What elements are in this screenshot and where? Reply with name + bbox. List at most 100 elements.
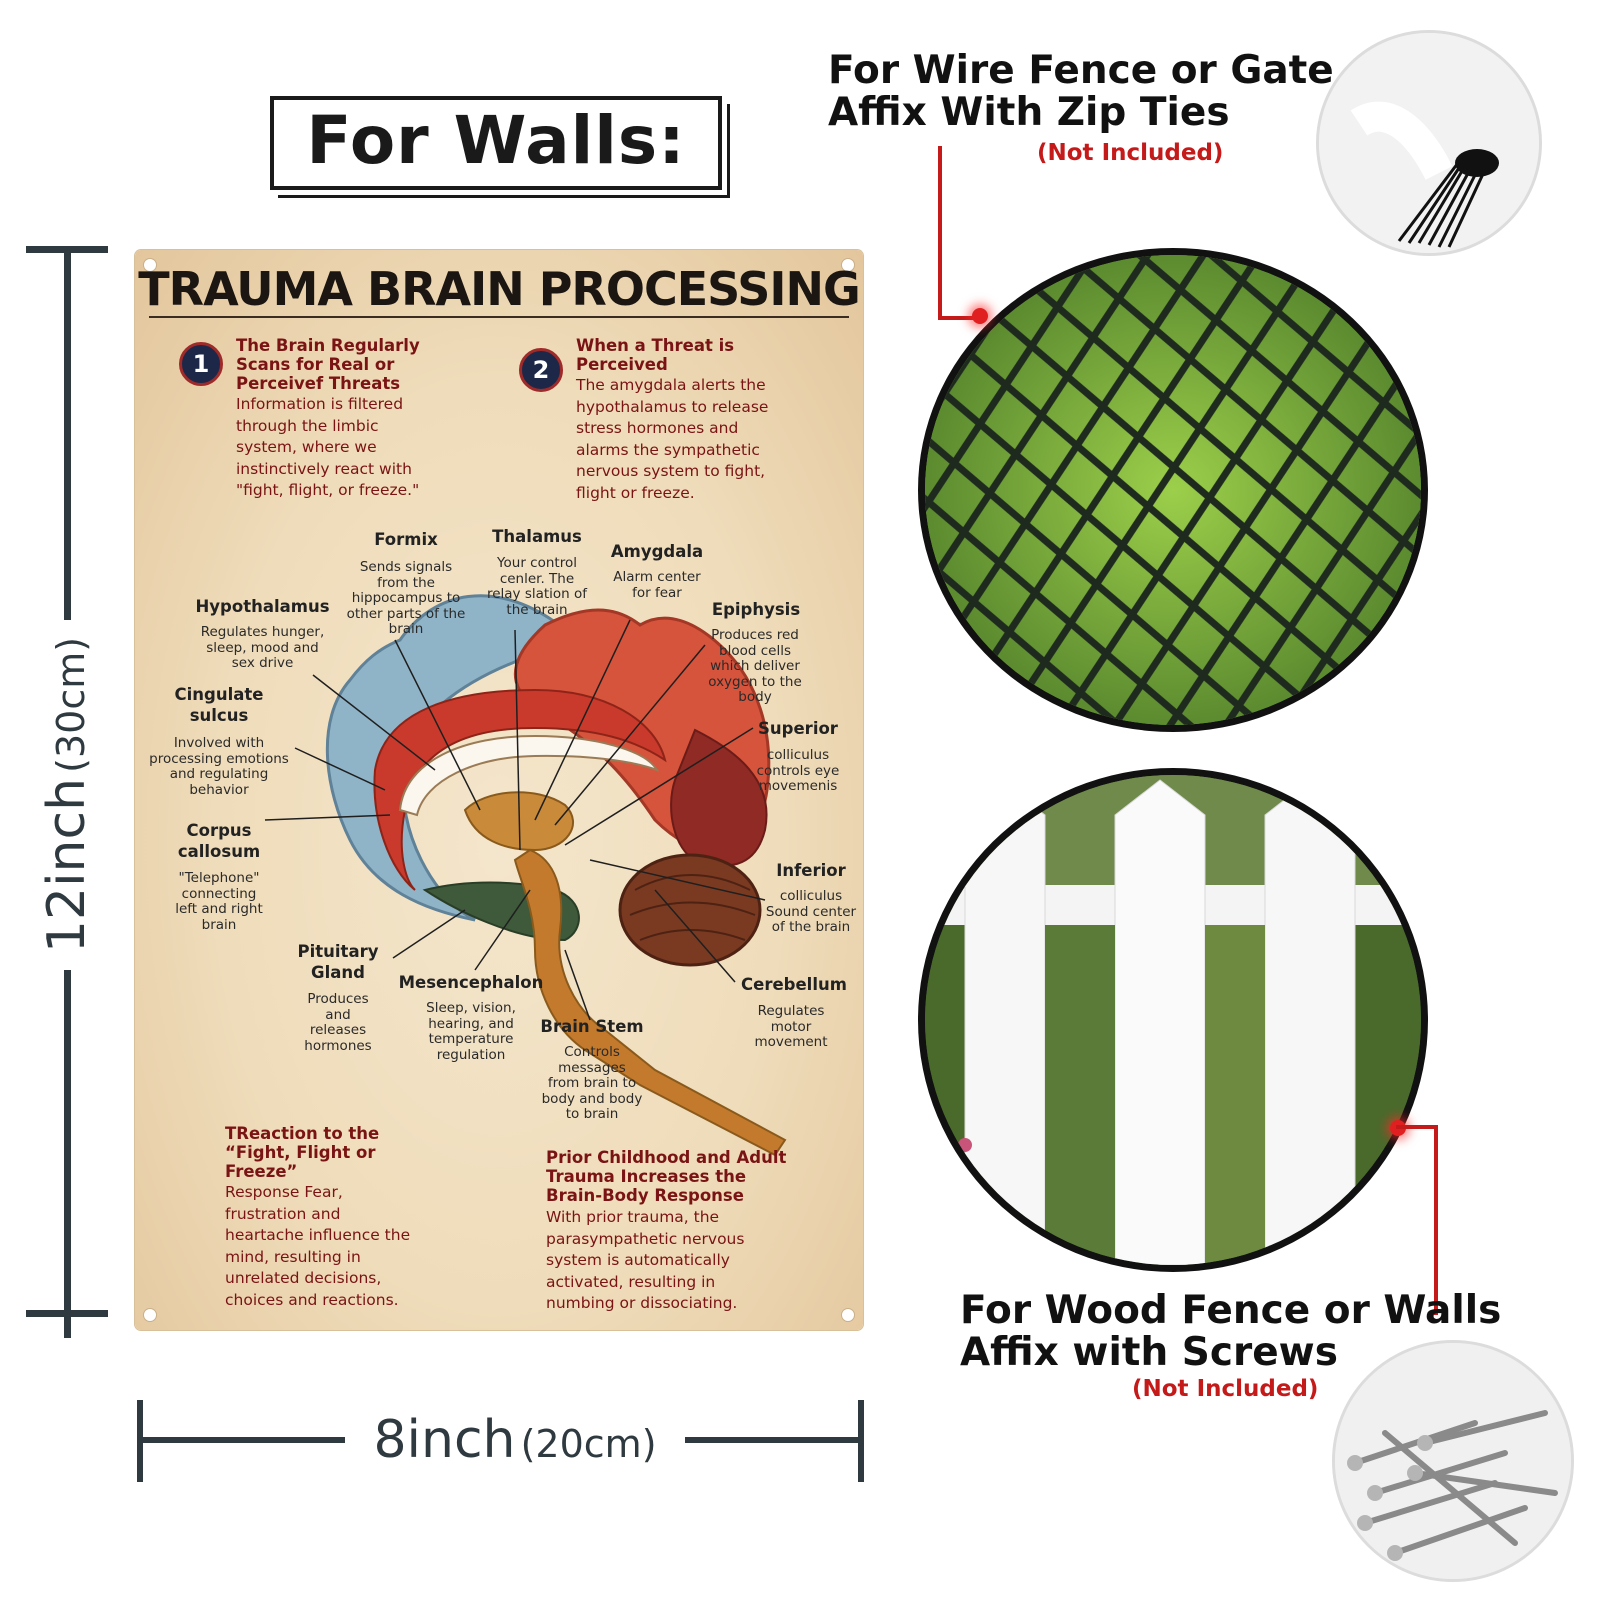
wire-fence-note: (Not Included) (1037, 140, 1224, 166)
heading-line: When a Threat is (576, 336, 735, 355)
screws-thumbnail (1332, 1340, 1574, 1582)
body-line: flight or freeze. (576, 483, 695, 502)
section-2-body: The amygdala alerts the hypothalamus to … (576, 375, 768, 504)
body-line: stress hormones and (576, 419, 739, 437)
superior-label: Superior (758, 719, 838, 738)
height-ruler-cap-bottom (26, 1310, 108, 1317)
corpus-callosum (398, 734, 660, 817)
width-ruler-cap-right (858, 1400, 864, 1482)
cerebellum (618, 853, 762, 967)
section-2-heading: When a Threat is Perceived (576, 336, 734, 374)
wire-fence-heading: For Wire Fence or Gate Affix With Zip Ti… (828, 50, 1334, 134)
heading-line: Affix With Zip Ties (828, 90, 1230, 135)
body-line: system, where we (236, 438, 377, 456)
heading-line: For Wire Fence or Gate (828, 48, 1334, 93)
wood-pointer-line (1434, 1125, 1438, 1315)
body-line: The amygdala alerts the (576, 376, 766, 394)
body-line: unrelated decisions, (225, 1269, 382, 1287)
body-line: heartache influence the (225, 1226, 411, 1244)
poster-title: TRAUMA BRAIN PROCESSING (138, 262, 860, 316)
section-1-heading: The Brain Regularly Scans for Real or Pe… (236, 336, 420, 393)
heading-line: Freeze” (225, 1162, 298, 1181)
inferior-label: Inferior (776, 861, 846, 880)
heading-line: Perceived (576, 355, 668, 374)
mount-hole (841, 1308, 855, 1322)
wood-fence-note: (Not Included) (1132, 1376, 1319, 1402)
formix-label: Formix (374, 530, 438, 549)
height-label-backdrop (22, 620, 112, 970)
wood-pointer-line (1396, 1125, 1438, 1129)
cerebellum-label: Cerebellum (741, 975, 847, 994)
wood-fence-photo (918, 768, 1428, 1272)
brain-stem (513, 848, 787, 1157)
mesencephalon-label: Mesencephalon (398, 973, 544, 992)
wire-pointer-line (938, 146, 942, 318)
heading-line: For Wood Fence or Walls (960, 1288, 1502, 1333)
wire-pointer-dot (972, 308, 988, 324)
height-value: 12inch (37, 777, 97, 954)
body-line: system is automatically (546, 1251, 730, 1269)
step-2-badge: 2 (519, 348, 563, 392)
body-line: instinctively react with (236, 459, 412, 478)
height-label: 12inch (30cm) (37, 637, 97, 953)
zip-ties-icon (1319, 33, 1539, 253)
thalamus-label: Thalamus (492, 527, 582, 546)
step-1-badge: 1 (179, 342, 223, 386)
brain-stem-label: Brain Stem (540, 1017, 644, 1036)
hypothalamus-label: Hypothalamus (195, 597, 330, 616)
body-line: hypothalamus to release (576, 397, 769, 416)
body-line: nervous system to fight, (576, 462, 766, 480)
body-line: choices and reactions. (225, 1290, 399, 1309)
heading-line: “Fight, Flight or (225, 1143, 376, 1162)
trauma-brain-poster: TRAUMA BRAIN PROCESSING 1 The Brain Regu… (135, 250, 863, 1330)
heading-line: Affix with Screws (960, 1330, 1338, 1375)
heading-line: The Brain Regularly (236, 336, 420, 355)
brain-illustration (264, 594, 787, 1157)
for-walls-label: For Walls: (306, 102, 686, 179)
mount-hole (143, 1308, 157, 1322)
body-line: parasympathetic nervous (546, 1229, 745, 1248)
body-line: activated, resulting in (546, 1272, 716, 1291)
picket-fence-icon (925, 775, 1421, 1265)
body-line: through the limbic (236, 416, 379, 435)
section-3-body: Response Fear, frustration and heartache… (225, 1182, 410, 1311)
body-line: Information is filtered (236, 395, 404, 413)
heading-line: Brain-Body Response (546, 1186, 744, 1205)
height-metric: (30cm) (49, 636, 93, 773)
body-line: numbing or dissociating. (546, 1294, 738, 1312)
pointer-lines (264, 619, 766, 1021)
section-3-heading: TReaction to the “Fight, Flight or Freez… (225, 1124, 379, 1181)
body-line: alarms the sympathetic (576, 440, 760, 459)
section-4-body: With prior trauma, the parasympathetic n… (546, 1207, 744, 1315)
height-ruler-cap-top (26, 246, 108, 253)
body-line: "fight, flight, or freeze." (236, 481, 420, 499)
heading-line: Scans for Real or (236, 355, 395, 374)
section-4-heading: Prior Childhood and Adult Trauma Increas… (546, 1148, 786, 1205)
chain-link-fence-icon (925, 255, 1421, 725)
body-line: With prior trauma, the (546, 1208, 720, 1226)
heading-line: Perceivef Threats (236, 374, 401, 393)
heading-line: Trauma Increases the (546, 1167, 747, 1186)
for-walls-box: For Walls: (270, 96, 722, 190)
wood-fence-heading: For Wood Fence or Walls Affix with Screw… (960, 1290, 1501, 1374)
wire-pointer-line (938, 316, 982, 320)
width-ruler-cap-left (137, 1400, 143, 1482)
mount-hole (143, 258, 157, 272)
heading-line: TReaction to the (225, 1124, 380, 1143)
amygdala-label: Amygdala (610, 542, 704, 561)
screws-icon (1335, 1343, 1571, 1579)
epiphysis-label: Epiphysis (711, 600, 801, 619)
section-1-body: Information is filtered through the limb… (236, 394, 419, 502)
